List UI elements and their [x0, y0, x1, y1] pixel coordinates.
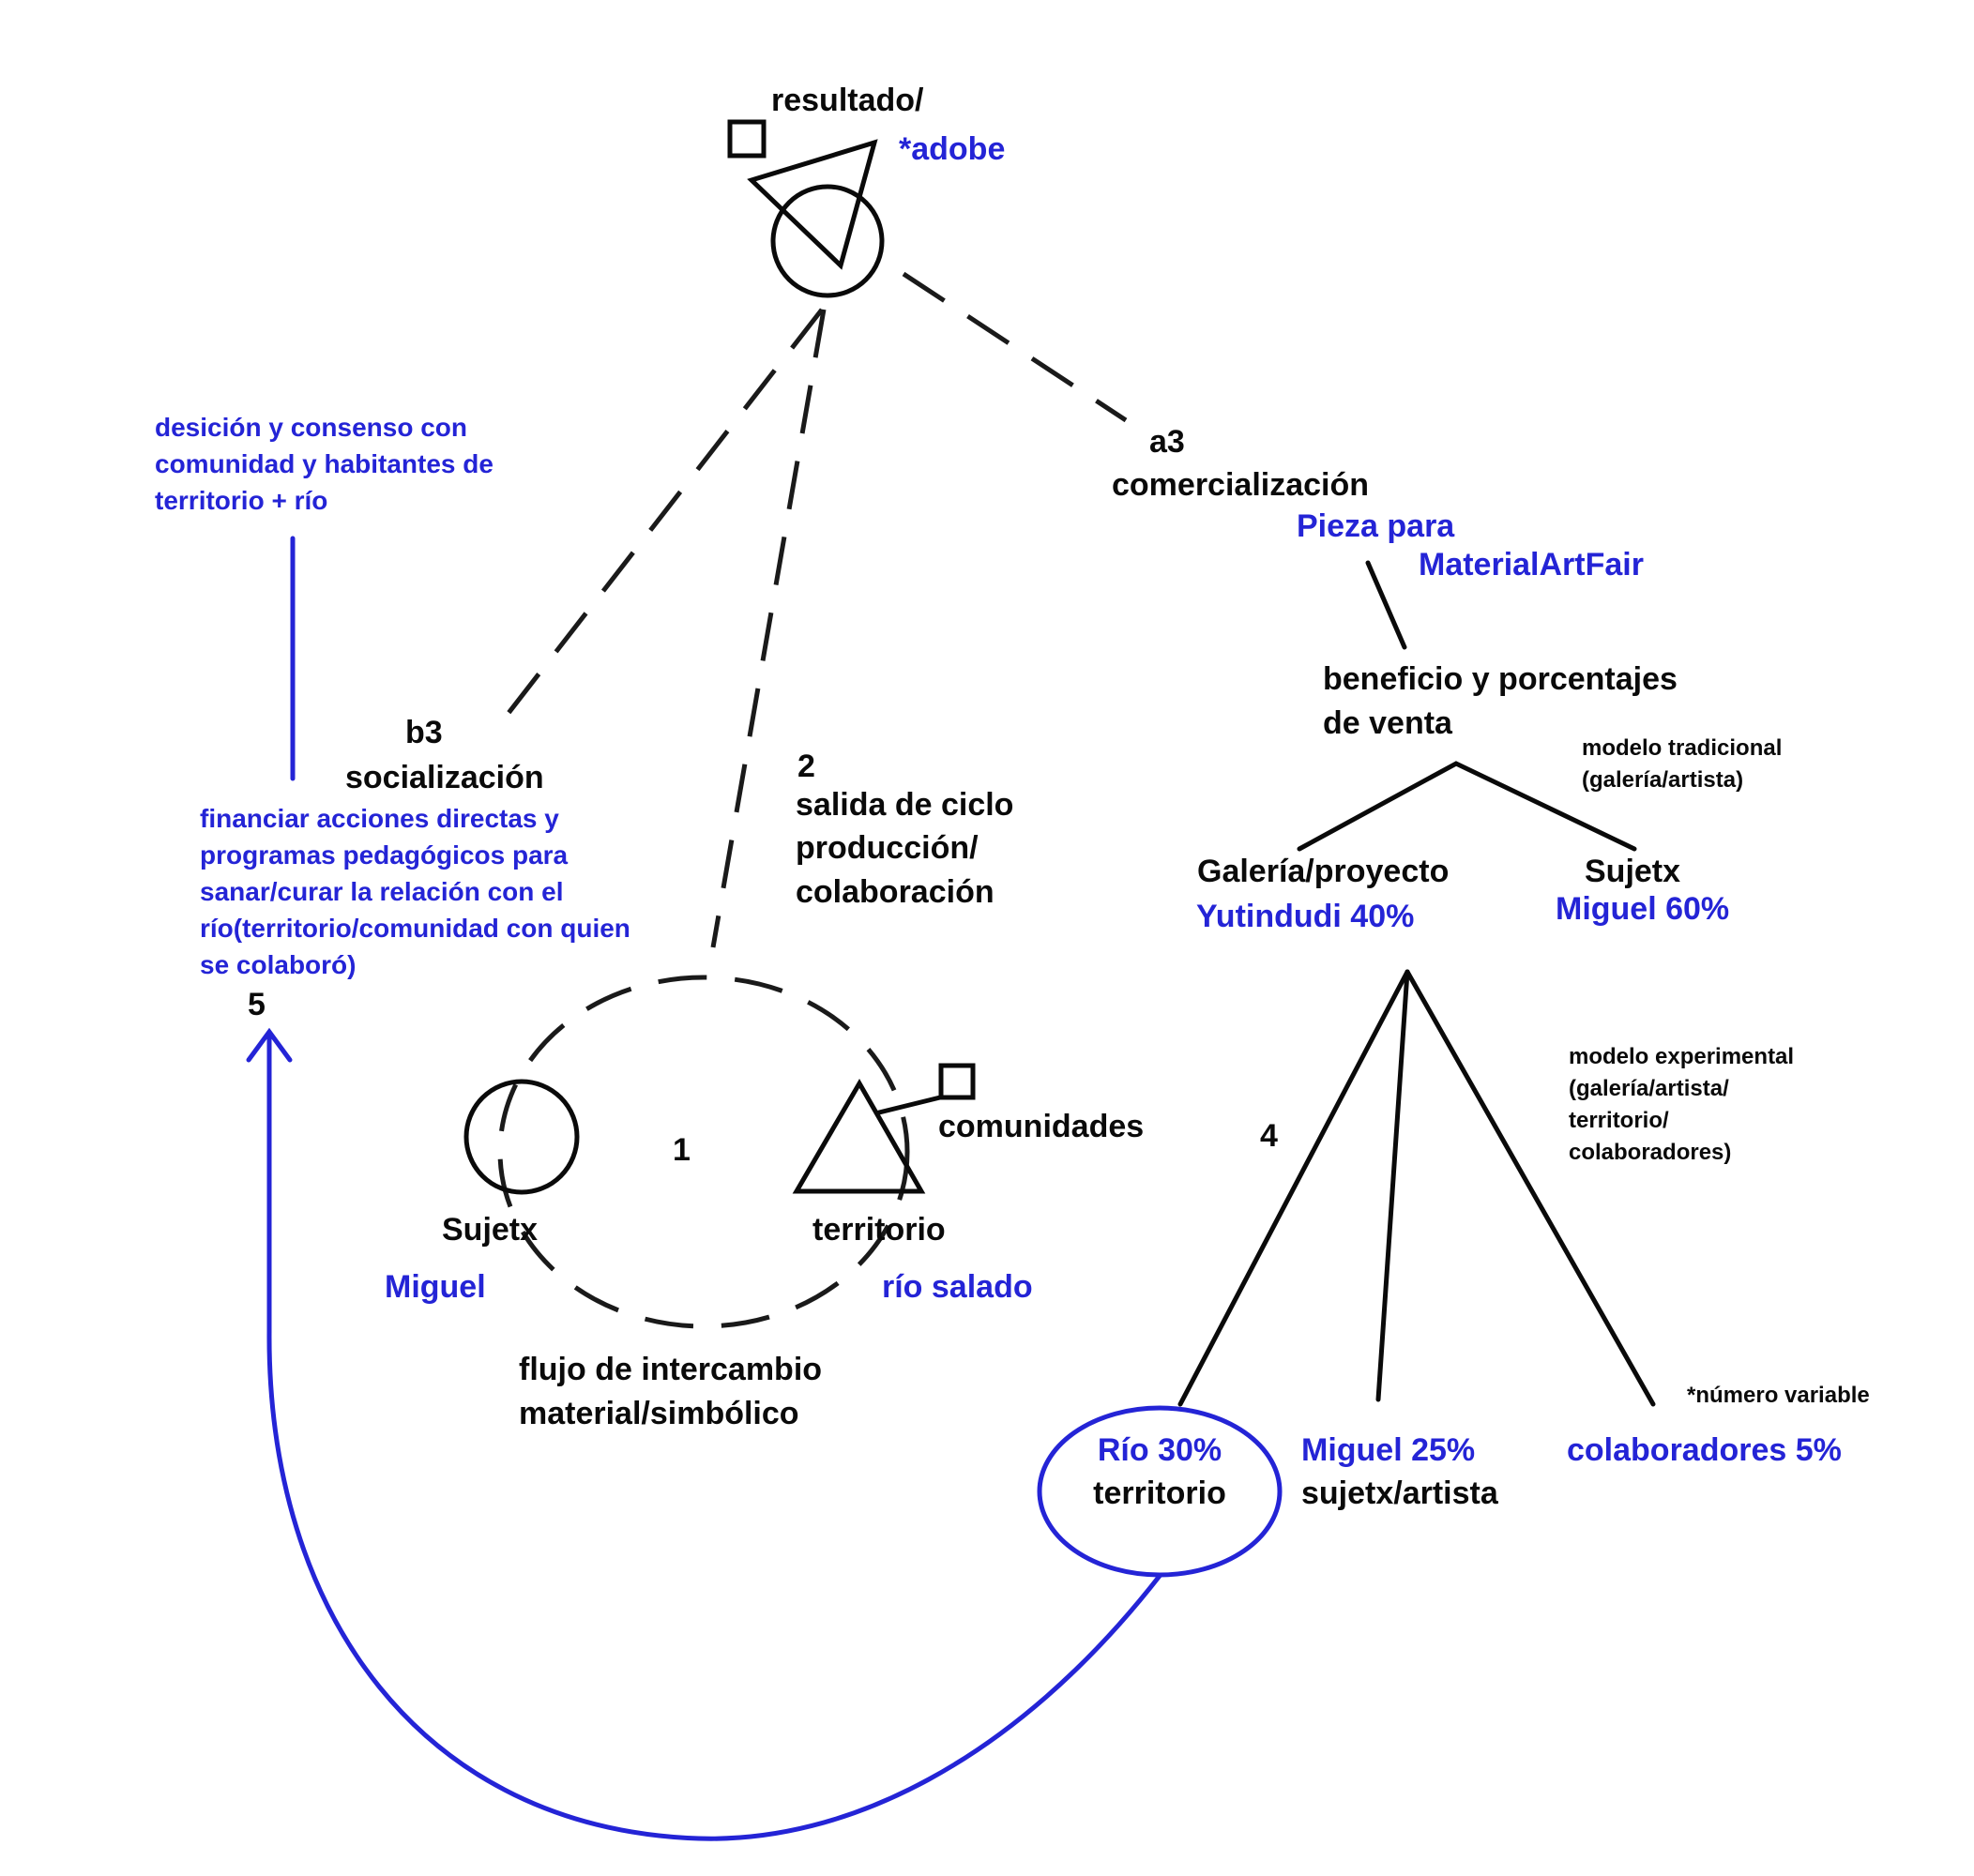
- a3-label: comercialización: [1112, 467, 1369, 503]
- rio-value: Río 30%: [1098, 1432, 1222, 1468]
- decision-line2: comunidad y habitantes de: [155, 449, 494, 478]
- step2-number: 2: [797, 749, 815, 784]
- b3-desc-line5: se colaboró): [200, 950, 356, 979]
- benefit-line2: de venta: [1323, 705, 1453, 741]
- arrow-head-icon: [246, 1027, 293, 1063]
- step2-line2: producción/: [796, 830, 979, 866]
- connector-piece-to-benefit: [1365, 560, 1407, 650]
- experimental-label-line4: colaboradores): [1569, 1140, 1731, 1165]
- variable-number-note: *número variable: [1687, 1383, 1870, 1408]
- rio-label: territorio: [1093, 1475, 1226, 1511]
- b3-desc-line2: programas pedagógicos para: [200, 840, 569, 870]
- experimental-label-line2: (galería/artista/: [1569, 1076, 1729, 1101]
- miguel-label: sujetx/artista: [1301, 1475, 1499, 1511]
- a3-piece-line2: MaterialArtFair: [1419, 547, 1644, 582]
- traditional-label-line2: (galería/artista): [1582, 767, 1743, 793]
- sujetx-name: Miguel: [385, 1269, 486, 1305]
- a3-code: a3: [1149, 424, 1185, 460]
- comunidades-link: [876, 1095, 943, 1115]
- square-icon: [727, 119, 767, 159]
- sujetx-label: Sujetx: [442, 1212, 538, 1248]
- traditional-label-line1: modelo tradicional: [1582, 735, 1782, 761]
- b3-desc-line4: río(territorio/comunidad con quien: [200, 914, 630, 943]
- a3-piece-line1: Pieza para: [1297, 508, 1455, 544]
- step4-number: 4: [1260, 1118, 1278, 1154]
- branch-to-colaboradores: [1405, 969, 1656, 1407]
- territorio-label: territorio: [812, 1212, 946, 1248]
- exchange-cycle-ellipse: [497, 975, 910, 1329]
- b3-label: socialización: [345, 760, 544, 795]
- circle-icon: [770, 184, 885, 298]
- step2-line1: salida de ciclo: [796, 787, 1013, 823]
- core-number: 1: [673, 1132, 691, 1168]
- connector-top-to-core: [710, 309, 827, 948]
- territorio-name: río salado: [882, 1269, 1033, 1305]
- flow-line1: flujo de intercambio: [519, 1352, 822, 1387]
- territorio-triangle-icon: [792, 1079, 926, 1194]
- result-symbol: [727, 119, 885, 298]
- colaboradores-value: colaboradores 5%: [1567, 1432, 1842, 1468]
- connector-top-to-b3: [491, 308, 824, 735]
- benefit-line1: beneficio y porcentajes: [1323, 661, 1678, 697]
- branch-to-rio: [1177, 969, 1410, 1407]
- traditional-model-tree: [1297, 761, 1637, 852]
- connector-top-to-a3: [902, 271, 1128, 423]
- step5-number: 5: [248, 987, 266, 1022]
- branch-to-miguel: [1375, 969, 1410, 1402]
- b3-desc-line3: sanar/curar la relación con el: [200, 877, 564, 906]
- b3-code: b3: [405, 715, 443, 750]
- b3-desc-line1: financiar acciones directas y: [200, 804, 559, 833]
- triangle-icon: [747, 139, 878, 270]
- step2-line3: colaboración: [796, 874, 995, 910]
- experimental-label-line3: territorio/: [1569, 1108, 1669, 1133]
- gallery-label: Galería/proyecto: [1197, 854, 1449, 889]
- flow-line2: material/simbólico: [519, 1396, 799, 1431]
- experimental-label-line1: modelo experimental: [1569, 1044, 1794, 1069]
- decision-line3: territorio + río: [155, 486, 327, 515]
- comunidades-square-icon: [938, 1063, 976, 1100]
- experimental-model-tree: [1177, 969, 1656, 1407]
- label-resultado: resultado/: [771, 83, 924, 118]
- label-adobe: *adobe: [899, 131, 1005, 167]
- sujetx-right-value: Miguel 60%: [1556, 891, 1729, 927]
- decision-line1: desición y consenso con: [155, 413, 467, 442]
- sujetx-right-label: Sujetx: [1585, 854, 1680, 889]
- comunidades-label: comunidades: [938, 1109, 1144, 1144]
- gallery-value: Yutindudi 40%: [1196, 899, 1414, 934]
- return-flow-arrow: [266, 1033, 1162, 1841]
- miguel-value: Miguel 25%: [1301, 1432, 1475, 1468]
- sujetx-circle-icon: [463, 1079, 580, 1195]
